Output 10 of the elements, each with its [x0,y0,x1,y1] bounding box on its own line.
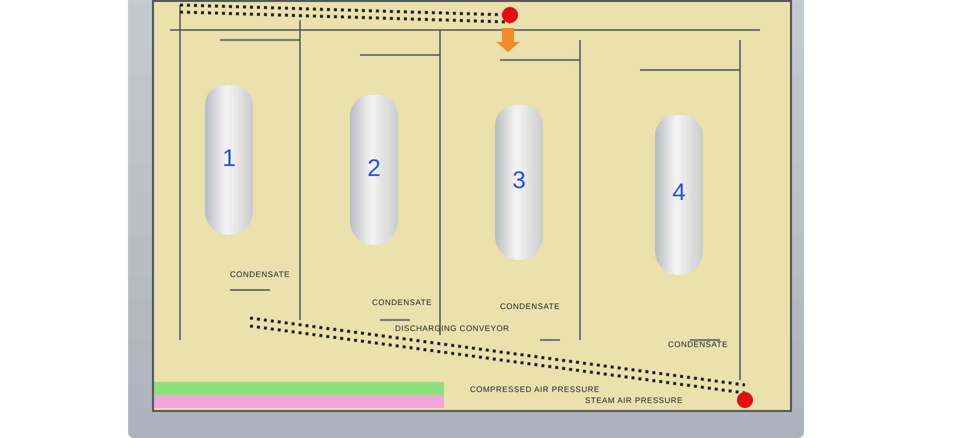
tank: 4 [655,115,703,275]
process-label: CONDENSATE [668,340,728,349]
process-label: CONDENSATE [230,270,290,279]
process-label: STEAM AIR PRESSURE [585,396,683,405]
tank: 1 [205,85,253,235]
tank: 2 [350,95,398,245]
process-label: COMPRESSED AIR PRESSURE [470,385,600,394]
process-label: CONDENSATE [372,298,432,307]
tank: 3 [495,105,543,260]
process-label: CONDENSATE [500,302,560,311]
